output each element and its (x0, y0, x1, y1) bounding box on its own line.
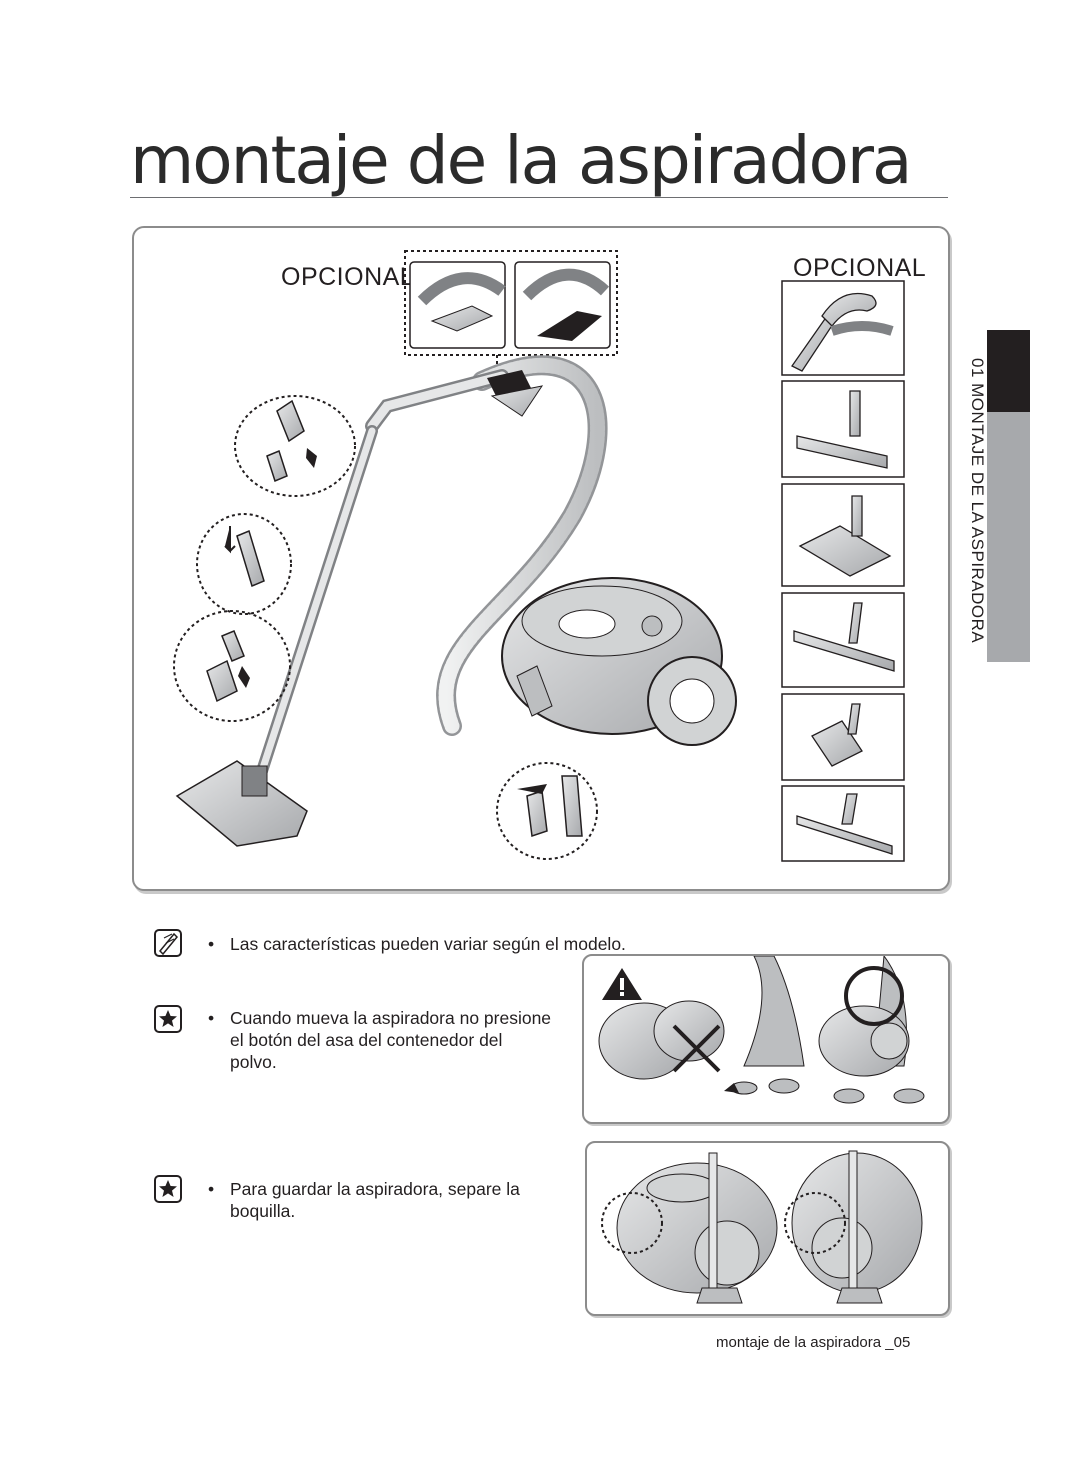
star-icon (154, 1175, 182, 1203)
note-variation-text: Las características pueden variar según … (230, 934, 626, 954)
note-storage: • Para guardar la aspiradora, separe la … (208, 1178, 582, 1222)
vacuum-assembly-illustration (173, 250, 905, 862)
hose-accessory-detail (404, 250, 618, 375)
note-moving-line-1: Cuando mueva la aspiradora no presione (230, 1008, 552, 1028)
page-footer: montaje de la aspiradora _05 (716, 1334, 911, 1351)
note-variation: •Las características pueden variar según… (208, 934, 626, 954)
side-tab-marker (987, 330, 1030, 412)
note-moving-line-3: polvo. (230, 1052, 277, 1072)
floor-nozzle (175, 760, 308, 847)
page-title: montaje de la aspiradora (130, 122, 912, 199)
optional-label-left: OPCIONAL (281, 263, 415, 291)
detail-circles (173, 395, 598, 860)
note-moving-line-2: el botón del asa del contenedor del (230, 1030, 503, 1050)
side-tab-label: 01 MONTAJE DE LA ASPIRADORA (968, 358, 987, 644)
vacuum-body (501, 577, 737, 746)
note-storage-line-2: boquilla. (230, 1201, 296, 1221)
note-moving: • Cuando mueva la aspiradora no presione… (208, 1007, 582, 1073)
title-divider (130, 197, 948, 198)
side-tab-background (958, 330, 987, 662)
storage-illustration (601, 1150, 923, 1304)
note-storage-line-1: Para guardar la aspiradora, separe la (230, 1179, 520, 1199)
carrying-warning-illustration (598, 956, 925, 1104)
side-tab-bar (987, 412, 1030, 662)
star-icon (154, 1005, 182, 1033)
note-pencil-icon (154, 929, 182, 957)
optional-label-right: OPCIONAL (793, 254, 927, 282)
